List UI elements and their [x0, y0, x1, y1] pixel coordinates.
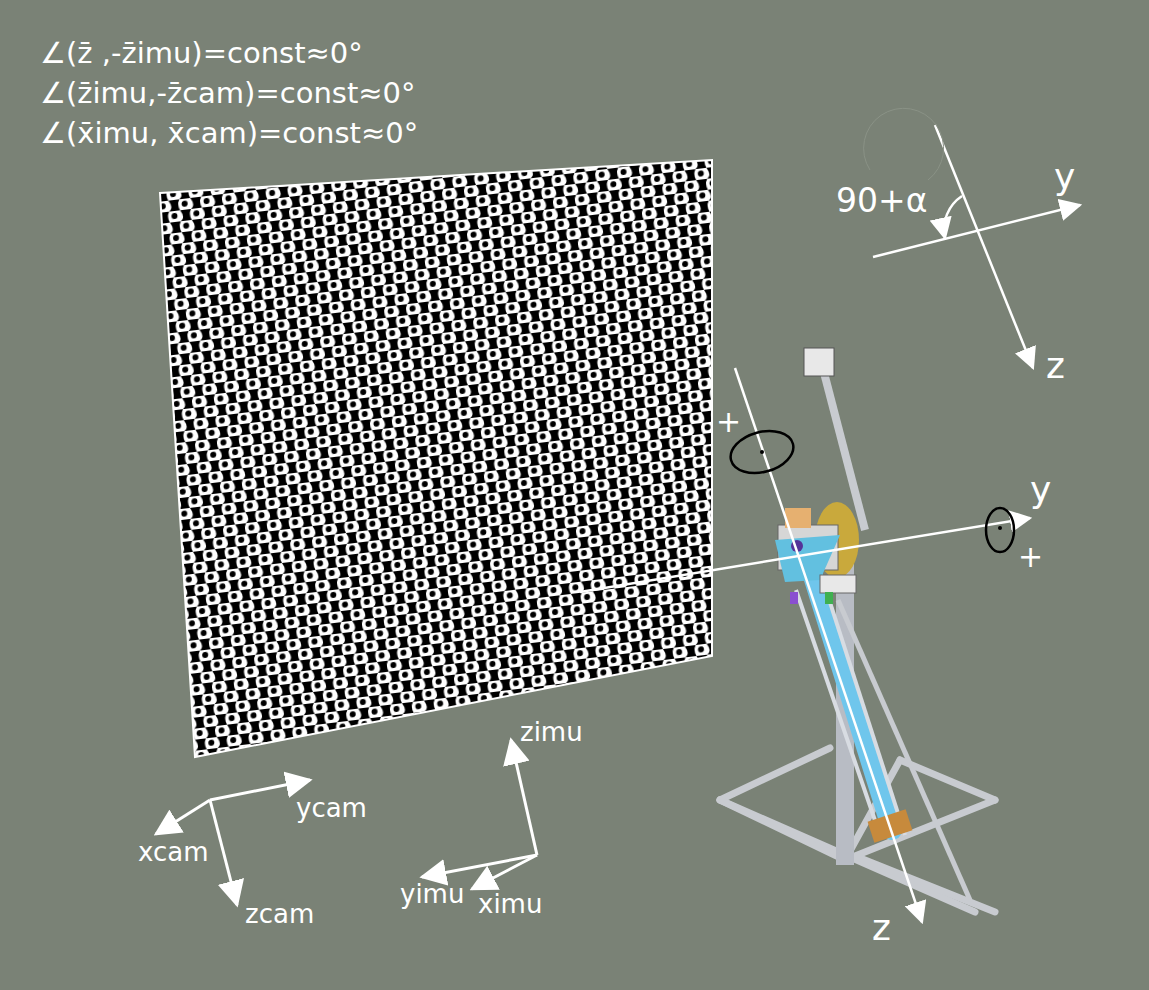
rotation-sign: + [1018, 540, 1043, 573]
axis-label: z [872, 908, 891, 948]
rotation-sign: + [716, 405, 741, 438]
axis-label: xcam [138, 838, 208, 867]
angle-label: 90+α [836, 183, 927, 219]
axis-label: z [1046, 346, 1065, 386]
angle-equation: ∠(x̄imu, x̄cam)=const≈0° [40, 118, 418, 150]
calibration-board [160, 160, 712, 757]
axis-label: ycam [296, 794, 367, 823]
axis-label: zcam [245, 900, 314, 929]
angle-equation: ∠(z̄ ,-z̄imu)=const≈0° [40, 38, 363, 70]
axis-label: yimu [400, 880, 464, 909]
axis-label: zimu [520, 718, 583, 747]
axis-label: y [1054, 157, 1075, 197]
axis-label: ximu [478, 890, 542, 919]
angle-equation: ∠(z̄imu,-z̄cam)=const≈0° [40, 78, 416, 110]
axis-label: y [1030, 470, 1051, 510]
